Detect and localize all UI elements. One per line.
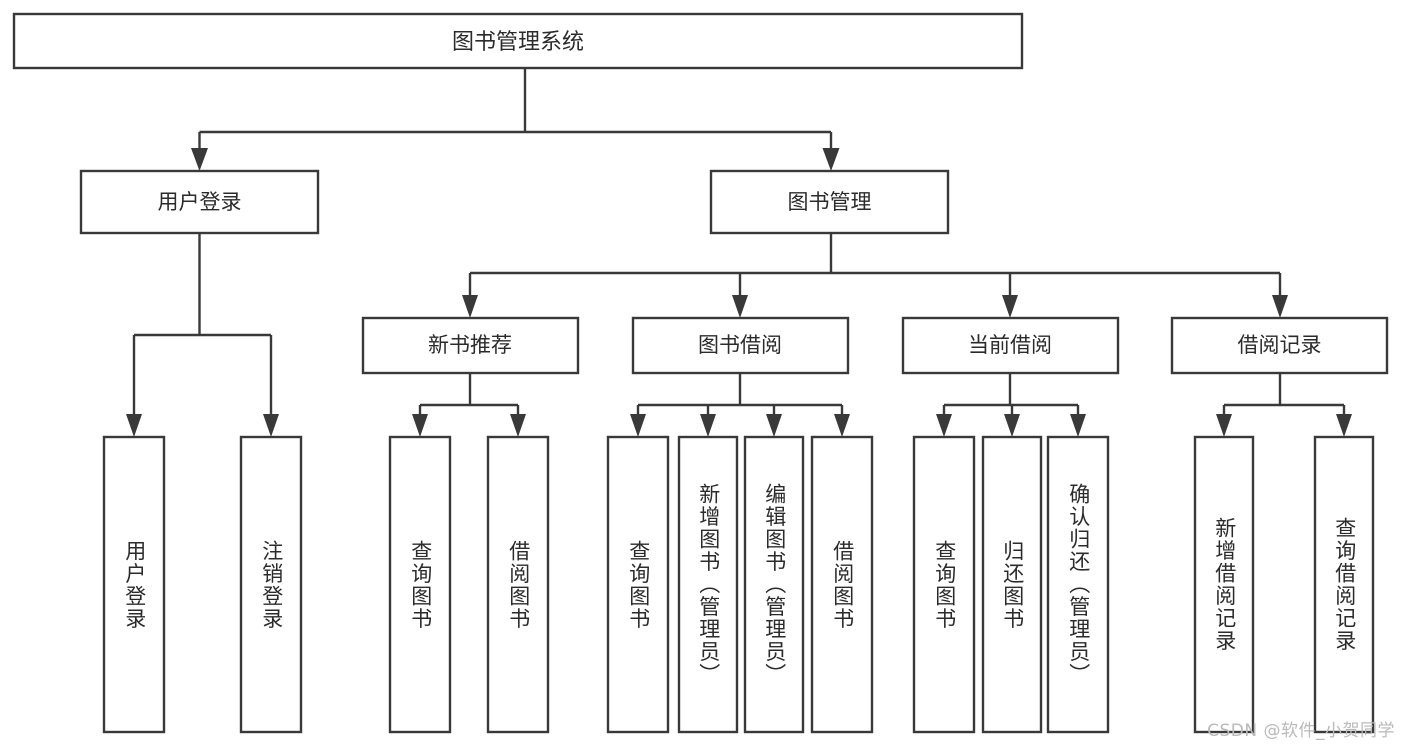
leaf-logout-box[interactable] — [239, 435, 303, 734]
connector-bookmanage-to-level3 — [462, 233, 1288, 318]
leaf-query-book-2-box[interactable] — [606, 435, 670, 734]
arrow-head-icon — [936, 414, 952, 437]
arrow-head-icon — [263, 414, 279, 437]
leaf-query-book-1-box[interactable] — [388, 435, 452, 734]
node-root-box[interactable] — [12, 12, 1024, 70]
connector-currentborrow-to-leaves — [936, 373, 1086, 437]
node-current-borrow-box[interactable] — [901, 316, 1120, 375]
node-book-borrow-label: 图书借阅 — [698, 333, 782, 357]
leaf-boxes-group — [102, 435, 1375, 734]
connector-root-to-level2 — [191, 68, 840, 171]
arrow-head-icon — [510, 414, 526, 437]
connector-borrowrecord-to-leaves — [1216, 373, 1352, 437]
node-new-book-recommend[interactable]: 新书推荐 — [361, 316, 580, 375]
leaf-query-book-3-box[interactable] — [912, 435, 976, 734]
arrow-head-icon — [1070, 414, 1086, 437]
arrow-head-icon — [1004, 414, 1020, 437]
node-user-login[interactable]: 用户登录 — [79, 169, 320, 235]
node-book-borrow-box[interactable] — [631, 316, 850, 375]
connector-userlogin-to-leaves — [126, 233, 279, 437]
node-book-borrow[interactable]: 图书借阅 — [631, 316, 850, 375]
node-current-borrow[interactable]: 当前借阅 — [901, 316, 1120, 375]
node-book-manage-box[interactable] — [709, 169, 950, 235]
arrow-head-icon — [822, 148, 840, 171]
leaf-borrow-book-1-box[interactable] — [486, 435, 550, 734]
connector-bookborrow-to-leaves — [630, 373, 850, 437]
arrow-head-icon — [700, 414, 716, 437]
arrow-head-icon — [630, 414, 646, 437]
node-user-login-box[interactable] — [79, 169, 320, 235]
arrow-head-icon — [1002, 295, 1018, 318]
connector-newbook-to-leaves — [412, 373, 526, 437]
node-root[interactable]: 图书管理系统 — [12, 12, 1024, 70]
node-book-manage[interactable]: 图书管理 — [709, 169, 950, 235]
node-new-book-recommend-box[interactable] — [361, 316, 580, 375]
arrow-head-icon — [126, 414, 142, 437]
leaf-confirm-return-box[interactable] — [1046, 435, 1110, 734]
arrow-head-icon — [1216, 414, 1232, 437]
leaf-query-record-box[interactable] — [1313, 435, 1375, 734]
arrow-head-icon — [834, 414, 850, 437]
arrow-head-icon — [766, 414, 782, 437]
node-book-manage-label: 图书管理 — [788, 190, 872, 214]
node-new-book-recommend-label: 新书推荐 — [428, 333, 512, 357]
leaf-user-login-box[interactable] — [102, 435, 166, 734]
arrow-head-icon — [732, 295, 748, 318]
node-borrow-record-box[interactable] — [1170, 316, 1389, 375]
arrow-head-icon — [412, 414, 428, 437]
arrow-head-icon — [1272, 295, 1288, 318]
arrow-head-icon — [462, 295, 478, 318]
watermark-text: CSDN @软件_小贺同学 — [1207, 721, 1395, 741]
node-root-label: 图书管理系统 — [452, 30, 584, 55]
node-current-borrow-label: 当前借阅 — [968, 333, 1052, 357]
leaf-return-book-box[interactable] — [981, 435, 1043, 734]
leaf-borrow-book-2-box[interactable] — [810, 435, 874, 734]
leaf-edit-book-box[interactable] — [743, 435, 805, 734]
arrow-head-icon — [1336, 414, 1352, 437]
node-borrow-record[interactable]: 借阅记录 — [1170, 316, 1389, 375]
arrow-head-icon — [191, 148, 208, 171]
leaf-add-record-box[interactable] — [1193, 435, 1255, 734]
leaf-add-book-box[interactable] — [677, 435, 739, 734]
node-user-login-label: 用户登录 — [158, 190, 242, 214]
node-borrow-record-label: 借阅记录 — [1238, 333, 1322, 357]
